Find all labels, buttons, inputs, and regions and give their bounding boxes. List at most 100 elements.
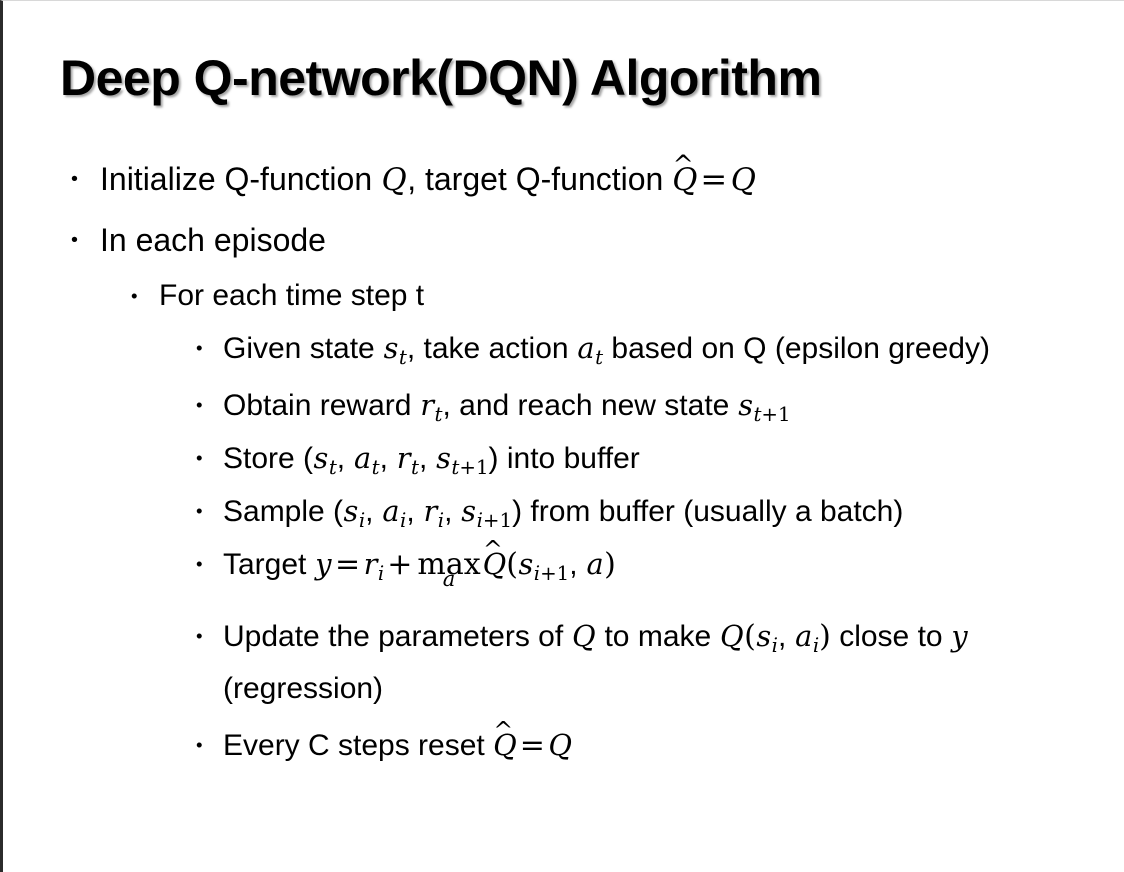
- math-var-s: s: [738, 388, 753, 422]
- bullet-marker: •: [196, 734, 203, 755]
- text-fragment: to make: [596, 620, 720, 653]
- max-limit-a: a: [442, 567, 456, 592]
- math-plus: +: [387, 547, 413, 582]
- sub-index: t: [451, 455, 460, 479]
- math-sub-i: i: [812, 633, 820, 657]
- math-paren-close: ): [604, 547, 616, 582]
- text-fragment: ) from buffer (usually a batch): [512, 495, 904, 528]
- text-fragment: Store (: [223, 442, 314, 475]
- bullet-list: • Initialize Q-function Q, target Q-func…: [3, 149, 1124, 772]
- text-fragment: ,: [379, 442, 397, 475]
- bullet-in-each-episode: • In each episode: [3, 210, 1124, 270]
- sub-offset: +1: [459, 455, 489, 479]
- math-var-s: s: [518, 547, 534, 581]
- text-fragment: ,: [569, 548, 586, 581]
- math-sub-t: t: [595, 345, 604, 369]
- text-fragment: , target Q-function: [407, 161, 673, 197]
- math-var-a: a: [382, 494, 400, 528]
- bullet-given-state-text: Given state st, take action at based on …: [223, 322, 1097, 375]
- hat-accent: ^: [672, 150, 694, 180]
- math-var-y: y: [951, 619, 968, 653]
- math-var-r: r: [420, 388, 435, 422]
- text-fragment: close to: [830, 620, 951, 653]
- text-fragment: , and reach new state: [442, 389, 738, 422]
- hat-accent: ^: [493, 716, 514, 745]
- math-sub-t: t: [328, 455, 337, 479]
- math-q-hat: ^Q: [493, 719, 517, 762]
- text-fragment: Every C steps reset: [223, 729, 494, 762]
- math-var-q: Q: [548, 728, 572, 762]
- bullet-marker: •: [196, 394, 203, 415]
- sub-index: i: [476, 508, 483, 532]
- math-sub-i: i: [771, 633, 778, 657]
- bullet-marker: •: [71, 168, 78, 190]
- text-fragment: ,: [406, 495, 423, 528]
- math-equals: =: [519, 728, 545, 763]
- sub-offset: +1: [761, 402, 791, 426]
- bullet-every-c-steps: • Every C steps reset ^Q=Q: [3, 719, 1124, 772]
- math-var-a: a: [353, 441, 372, 475]
- bullet-marker: •: [196, 553, 203, 574]
- bullet-marker: •: [131, 285, 138, 306]
- math-q-hat: ^Q: [672, 152, 698, 198]
- math-sub-t: t: [411, 455, 419, 479]
- math-sub-i: i: [437, 508, 445, 532]
- bullet-obtain-reward: • Obtain reward rt, and reach new state …: [3, 379, 1124, 432]
- text-fragment: ,: [777, 620, 795, 653]
- bullet-obtain-reward-text: Obtain reward rt, and reach new state st…: [223, 379, 1097, 432]
- text-fragment: Given state: [223, 332, 384, 365]
- bullet-every-c-steps-text: Every C steps reset ^Q=Q: [223, 719, 1097, 772]
- text-fragment: ,: [418, 442, 436, 475]
- math-sub-i-plus-1: i+1: [534, 562, 570, 585]
- math-var-qhat: Q: [672, 162, 698, 198]
- bullet-update: • Update the parameters of Q to make Q(s…: [3, 610, 1124, 715]
- text-fragment: based on Q (epsilon greedy): [603, 332, 990, 365]
- bullet-for-each-time-step-text: For each time step t: [159, 279, 425, 312]
- math-var-a: a: [586, 547, 604, 581]
- math-q-hat: ^Q: [482, 538, 507, 581]
- math-var-r: r: [396, 441, 411, 475]
- math-var-a: a: [795, 619, 813, 653]
- math-var-qhat: Q: [482, 547, 507, 581]
- text-fragment: Obtain reward: [223, 389, 420, 422]
- math-equals: =: [700, 160, 728, 198]
- text-fragment: ) into buffer: [488, 442, 640, 475]
- math-sub-t: t: [398, 345, 407, 369]
- math-var-s2: s: [461, 494, 477, 528]
- text-fragment: Target: [223, 548, 315, 581]
- bullet-sample: • Sample (si, ai, ri, si+1) from buffer …: [3, 485, 1124, 538]
- bullet-store: • Store (st, at, rt, st+1) into buffer: [3, 432, 1124, 485]
- text-fragment: Initialize Q-function: [100, 161, 382, 197]
- bullet-marker: •: [196, 337, 203, 358]
- math-var-s2: s: [436, 441, 451, 475]
- bullet-marker: •: [196, 500, 203, 521]
- bullet-marker: •: [71, 229, 78, 251]
- text-fragment: ,: [365, 495, 382, 528]
- math-equals: =: [335, 547, 361, 582]
- text-fragment: (regression): [223, 672, 384, 705]
- math-var-a: a: [577, 331, 595, 365]
- bullet-store-text: Store (st, at, rt, st+1) into buffer: [223, 432, 1097, 485]
- math-paren-open: (: [744, 619, 756, 654]
- math-var-qhat: Q: [493, 728, 517, 762]
- math-var-s: s: [313, 441, 329, 475]
- sub-offset: +1: [540, 561, 570, 585]
- hat-accent: ^: [482, 535, 503, 564]
- sub-index: t: [753, 402, 762, 426]
- math-sub-t-plus-1: t+1: [451, 456, 488, 479]
- math-sub-i: i: [377, 561, 385, 585]
- bullet-sample-text: Sample (si, ai, ri, si+1) from buffer (u…: [223, 485, 1097, 538]
- math-var-q: Q: [381, 162, 407, 198]
- math-sub-t: t: [371, 455, 380, 479]
- max-label: max: [417, 547, 481, 582]
- math-var-r: r: [363, 547, 378, 581]
- text-fragment: Sample (: [223, 495, 344, 528]
- bullet-marker: •: [196, 625, 203, 646]
- text-fragment: ,: [444, 495, 461, 528]
- sub-index: i: [533, 561, 541, 585]
- bullet-marker: •: [196, 447, 203, 468]
